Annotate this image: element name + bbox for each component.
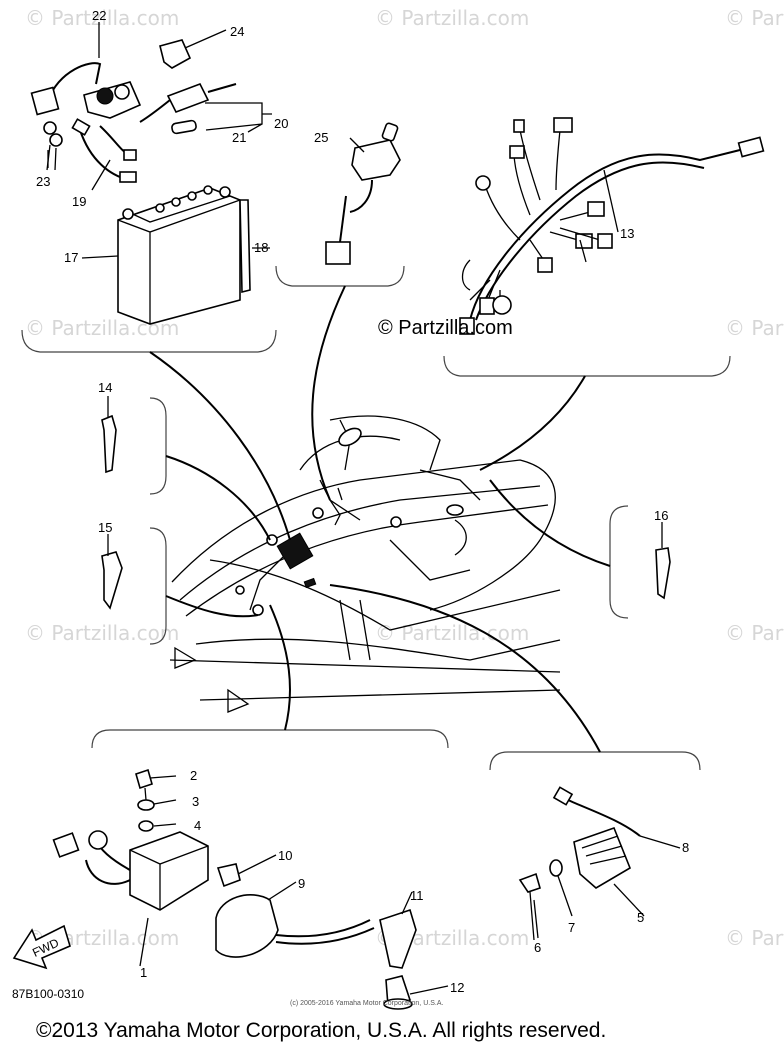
frame-left-1: [149, 397, 167, 495]
clamp-16: [655, 547, 671, 600]
callout-numbers: 5 1 2 3 4 6 7 8 9 10 11 12 13 14 15 16 1…: [36, 8, 689, 995]
callout-15: 15: [98, 520, 112, 535]
group-frames: [21, 265, 731, 771]
cdi-unit: [129, 831, 209, 911]
rectifier-regulator: [573, 826, 631, 889]
callout-19: 19: [72, 194, 86, 209]
battery: [117, 187, 241, 325]
wire-harness: [469, 149, 741, 321]
watermark-6: © Partzilla.com: [25, 621, 179, 645]
callout-21: 21: [232, 130, 246, 145]
callout-2: 2: [190, 768, 197, 783]
watermark-7: © Partzilla.com: [375, 621, 529, 645]
relay-cap: [159, 39, 192, 69]
callout-7: 7: [568, 920, 575, 935]
callout-18: 18: [254, 240, 268, 255]
callout-8: 8: [682, 840, 689, 855]
frame-bottom-right: [489, 751, 701, 771]
frame-top-left: [21, 329, 277, 353]
callout-12: 12: [450, 980, 464, 995]
clamp-15: [101, 551, 123, 610]
main-switch-connector: [325, 241, 351, 265]
callout-13: 13: [620, 226, 634, 241]
callout-leaders: [47, 22, 681, 995]
frame-left-2: [149, 527, 167, 645]
clamp-14: [101, 414, 117, 474]
diagram-code: 87B100-0310: [12, 987, 84, 1001]
callout-20: 20: [274, 116, 288, 131]
battery-group: [30, 39, 251, 325]
relay-connector: [30, 86, 60, 116]
watermark-11: © Partzilla.com: [725, 926, 784, 950]
ignition-coil: [215, 894, 279, 958]
main-switch-group: [325, 122, 401, 265]
small-copyright: (c) 2005-2016 Yamaha Motor Corporation, …: [290, 1000, 443, 1007]
frame-top-center: [275, 265, 405, 287]
callout-17: 17: [64, 250, 78, 265]
fuse: [171, 119, 197, 135]
callout-25: 25: [314, 130, 328, 145]
watermark-8: © Partzilla.com: [725, 621, 784, 645]
callout-23: 23: [36, 174, 50, 189]
frame-bottom-left: [91, 729, 449, 749]
regulator-location-mark: [276, 532, 314, 570]
callout-3: 3: [192, 794, 199, 809]
rectifier-group: [518, 786, 641, 941]
watermark-1: © Partzilla.com: [25, 6, 179, 30]
wire-harness-group: [459, 117, 765, 335]
callout-9: 9: [298, 876, 305, 891]
callout-14: 14: [98, 380, 112, 395]
watermark-3: © Partzilla.com: [725, 6, 784, 30]
spark-plug-cap: [379, 908, 417, 969]
watermark-5: © Partzilla.com: [725, 316, 784, 340]
callout-4: 4: [194, 818, 201, 833]
leader-curves: [149, 285, 611, 753]
callout-11: 11: [410, 888, 424, 903]
ignition-group: [52, 768, 417, 1010]
frame-top-right: [443, 355, 731, 377]
callout-10: 10: [278, 848, 292, 863]
callout-16: 16: [654, 508, 668, 523]
frame-right: [609, 505, 629, 619]
callout-22: 22: [92, 8, 106, 23]
callout-24: 24: [230, 24, 244, 39]
battery-band: [239, 199, 251, 294]
copyright-notice: ©2013 Yamaha Motor Corporation, U.S.A. A…: [36, 1019, 606, 1042]
forward-arrow: FWD: [12, 924, 71, 970]
callout-6: 6: [534, 940, 541, 955]
callout-1: 1: [140, 965, 147, 980]
fuse-holder: [166, 82, 210, 114]
watermark-2: © Partzilla.com: [375, 6, 529, 30]
center-watermark: © Partzilla.com: [378, 317, 513, 339]
main-switch: [351, 139, 401, 181]
callout-5: 5: [637, 910, 644, 925]
clamps: [101, 414, 671, 610]
snowmobile-outline: [169, 415, 561, 713]
